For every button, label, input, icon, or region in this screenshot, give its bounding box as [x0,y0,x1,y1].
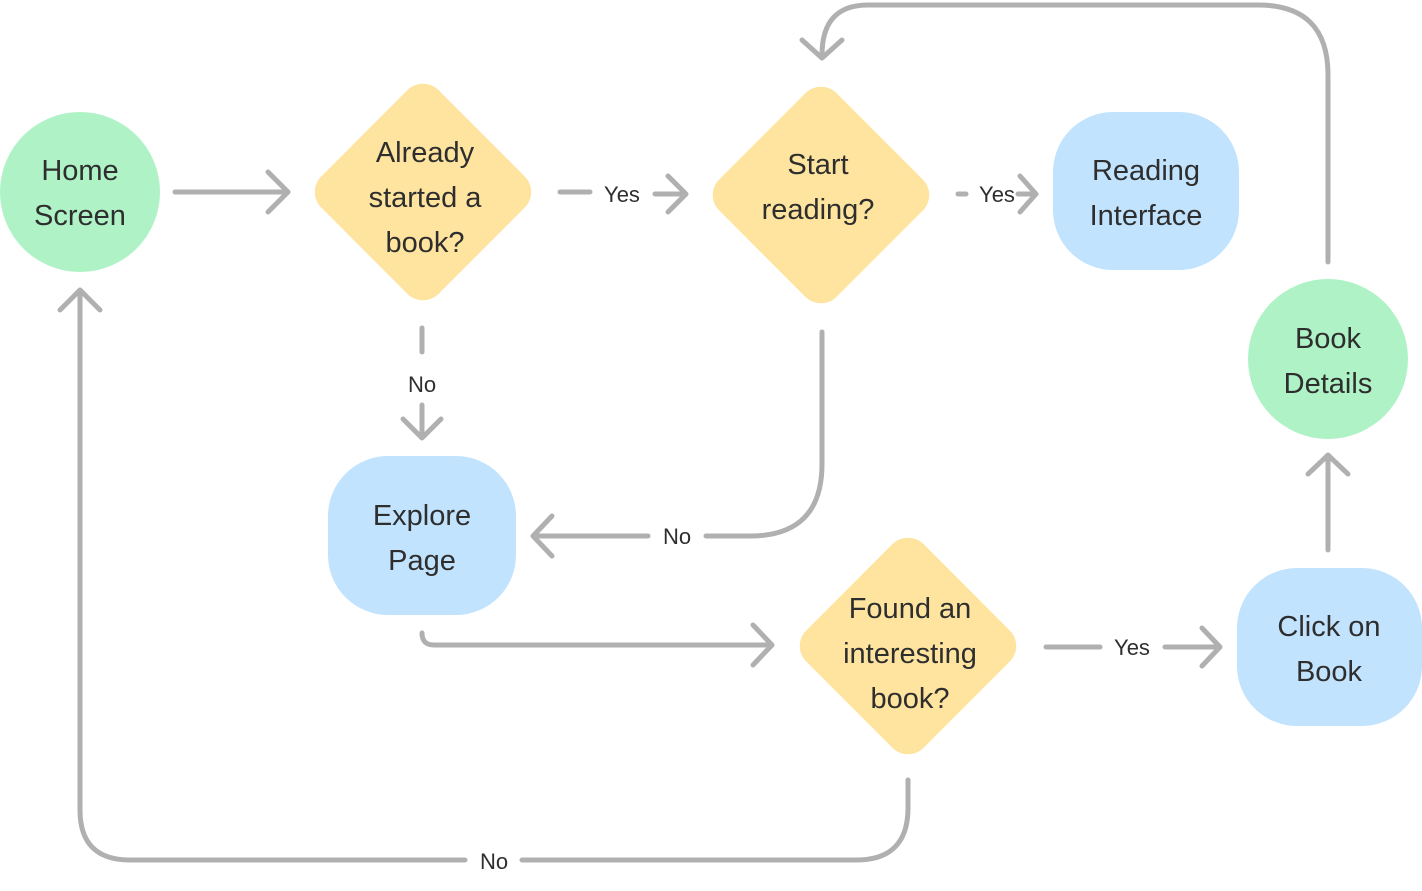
found-book-shape [799,537,1017,755]
label-found-no: No [480,849,508,874]
edge-labels: Yes No Yes No Yes No [408,182,1150,874]
node-already-started: Already started a book? [314,83,532,301]
already-started-label-line1: Already [376,137,475,169]
label-found-yes: Yes [1114,635,1150,660]
already-started-label-line2: started a [369,182,483,214]
edge-details-to-start [799,2,1331,265]
edge-found-no-line2 [57,287,468,863]
start-reading-shape [712,86,930,304]
label-already-no: No [408,372,436,397]
explore-page-label-line2: Page [388,545,456,577]
edge-found-yes-line2 [1162,625,1223,669]
label-already-yes: Yes [604,182,640,207]
explore-page-shape [328,456,516,615]
connectors [57,2,1351,863]
edge-already-yes-line2 [652,173,689,215]
already-started-label-line3: book? [385,227,464,259]
label-start-no: No [663,524,691,549]
edge-already-no-line2 [400,402,444,441]
node-explore-page: Explore Page [328,456,516,615]
click-book-label-line2: Book [1296,656,1363,688]
node-found-book: Found an interesting book? [799,537,1017,755]
home-screen-label-line2: Screen [34,200,126,232]
found-book-label-line1: Found an [849,593,972,625]
node-reading-interface: Reading Interface [1053,112,1239,270]
click-book-label-line1: Click on [1277,611,1380,643]
book-details-label-line2: Details [1284,368,1373,400]
reading-interface-label-line1: Reading [1092,155,1200,187]
edge-start-no-line1 [703,329,825,539]
found-book-label-line3: book? [870,683,949,715]
edge-click-to-details [1305,452,1351,553]
edge-home-to-already [172,169,291,215]
found-book-label-line2: interesting [843,638,977,670]
start-reading-label-line2: reading? [762,194,875,226]
node-start-reading: Start reading? [712,86,930,304]
edge-start-no-line2 [530,513,651,559]
edge-start-yes-line2 [1015,173,1039,215]
reading-interface-label-line2: Interface [1090,200,1203,232]
node-click-book: Click on Book [1237,568,1422,726]
book-details-shape [1248,279,1408,439]
already-started-shape [314,83,532,301]
click-book-shape [1237,568,1422,726]
home-screen-shape [0,112,160,272]
reading-interface-shape [1053,112,1239,270]
explore-page-label-line1: Explore [373,500,471,532]
edge-explore-to-found [419,622,775,668]
start-reading-label-line1: Start [787,149,848,181]
edge-found-no-line1 [519,777,911,863]
label-start-yes: Yes [979,182,1015,207]
node-home-screen: Home Screen [0,112,160,272]
node-book-details: Book Details [1248,279,1408,439]
book-details-label-line1: Book [1295,323,1362,355]
home-screen-label-line1: Home [41,155,118,187]
